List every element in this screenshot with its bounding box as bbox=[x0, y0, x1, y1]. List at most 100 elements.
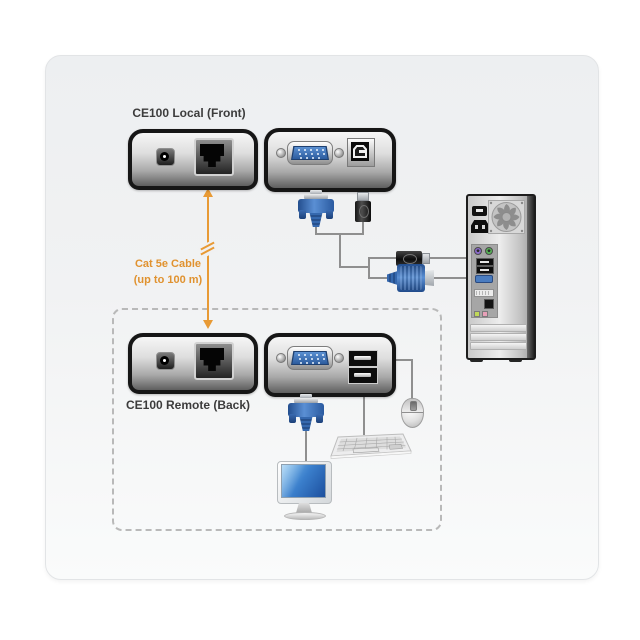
vga-plug-hood bbox=[298, 199, 334, 219]
dc-power-jack bbox=[156, 352, 175, 370]
computer-tower bbox=[466, 194, 536, 360]
vga-plug-flange bbox=[294, 398, 318, 403]
local-unit-label: CE100 Local (Front) bbox=[132, 106, 246, 120]
monitor-screen-shine bbox=[282, 465, 325, 497]
cable-label-line1: Cat 5e Cable bbox=[134, 258, 202, 270]
usb-a-tongue bbox=[354, 373, 371, 377]
cooling-fan bbox=[488, 200, 525, 234]
wire-vga-to-tower bbox=[434, 277, 467, 279]
pc-vga-port bbox=[475, 275, 493, 283]
vga-plug-flange bbox=[304, 194, 328, 199]
vga-port bbox=[276, 346, 346, 370]
dc-jack-pin bbox=[163, 359, 166, 362]
vga-screw-left bbox=[276, 148, 286, 158]
wire-to-usb-plug bbox=[368, 257, 398, 259]
usb-plug-body bbox=[355, 201, 371, 222]
rj45-port bbox=[194, 342, 234, 380]
usb-a-tongue bbox=[354, 356, 371, 360]
cat5e-arrow-line bbox=[207, 196, 209, 322]
vga-plug-strain-relief bbox=[387, 271, 397, 285]
usb-a-port-keyboard bbox=[348, 367, 378, 384]
vga-plug-tip bbox=[310, 190, 322, 194]
vga-plug-strain-relief bbox=[309, 213, 323, 227]
mouse bbox=[401, 398, 424, 428]
vent-slot bbox=[470, 342, 527, 350]
vga-plug-hood bbox=[288, 403, 324, 423]
wire-mouse-v bbox=[411, 359, 413, 400]
vga-connector-pc bbox=[387, 263, 436, 293]
keyboard bbox=[330, 433, 412, 459]
usb-b-core bbox=[355, 147, 365, 156]
monitor bbox=[277, 461, 332, 522]
remote-zone-dashed-border bbox=[112, 308, 442, 531]
usb-connector-local bbox=[355, 192, 371, 222]
cable-label-line2: (up to 100 m) bbox=[133, 274, 203, 286]
vga-thumbscrew bbox=[326, 210, 333, 219]
wire-keyboard bbox=[363, 385, 365, 435]
monitor-screen bbox=[281, 464, 326, 498]
audio-jack-lineout bbox=[474, 311, 480, 317]
dvi-pins bbox=[476, 291, 489, 295]
usb-plug-body bbox=[396, 251, 422, 266]
monitor-base bbox=[284, 512, 326, 520]
usb-plug-tip bbox=[422, 253, 430, 264]
local-unit-front bbox=[264, 128, 396, 192]
usb-plug-logo bbox=[359, 205, 369, 218]
inlet-prong bbox=[475, 225, 478, 229]
vga-connector-monitor bbox=[288, 394, 324, 431]
usb-b-opening bbox=[351, 142, 369, 161]
vga-dsub-face bbox=[292, 147, 328, 159]
vga-screw-left bbox=[276, 353, 286, 363]
power-inlet bbox=[471, 220, 489, 233]
dc-power-jack bbox=[156, 148, 175, 166]
ps2-mouse-port bbox=[474, 247, 482, 255]
power-switch-rocker bbox=[476, 209, 483, 212]
vent-slot bbox=[470, 333, 527, 341]
usb-b-port bbox=[347, 138, 375, 167]
cat5e-arrow-down-icon bbox=[203, 320, 213, 329]
wire-local-usb-drop bbox=[362, 222, 364, 234]
usb-connector-pc bbox=[396, 251, 430, 266]
vga-thumbscrew bbox=[316, 414, 323, 423]
vga-dsub bbox=[291, 146, 329, 160]
vga-pins bbox=[298, 354, 300, 356]
wire-usb-to-tower bbox=[428, 257, 468, 259]
rj45-opening bbox=[200, 348, 224, 371]
lan-port bbox=[484, 299, 494, 309]
wire-local-trunk bbox=[339, 233, 341, 268]
dc-jack-pin bbox=[163, 155, 166, 158]
vga-plug-tip bbox=[300, 394, 312, 398]
dvi-port bbox=[474, 289, 494, 297]
usb-tongue bbox=[480, 268, 489, 271]
usb-tongue bbox=[480, 260, 489, 263]
vga-thumbscrew bbox=[299, 210, 306, 219]
remote-unit-label: CE100 Remote (Back) bbox=[125, 398, 251, 412]
vga-plug-tip bbox=[425, 270, 434, 286]
wire-local-vga-drop bbox=[315, 222, 317, 234]
mouse-scroll-wheel bbox=[410, 401, 417, 411]
wire-monitor bbox=[305, 428, 307, 463]
wire-split bbox=[368, 257, 370, 278]
vga-housing bbox=[287, 346, 333, 370]
usb-plug-tip bbox=[357, 192, 369, 201]
audio-jack-mic bbox=[482, 311, 488, 317]
remote-unit-front bbox=[264, 333, 396, 397]
vga-plug-hood bbox=[397, 264, 425, 292]
usb-b-shape bbox=[353, 145, 367, 158]
monitor-stand bbox=[296, 503, 312, 513]
inlet-prong bbox=[482, 225, 485, 229]
local-unit-back bbox=[128, 129, 258, 190]
usb-a-port-mouse bbox=[348, 350, 378, 367]
vga-housing bbox=[287, 141, 333, 165]
vga-pins bbox=[298, 149, 300, 151]
vga-dsub bbox=[291, 351, 329, 365]
usb-b-contact bbox=[359, 150, 365, 153]
pc-usb-port bbox=[476, 258, 494, 266]
ps2-keyboard-port bbox=[485, 247, 493, 255]
cat5e-cable-label: Cat 5e Cable (up to 100 m) bbox=[112, 256, 224, 288]
rj45-port bbox=[194, 138, 234, 176]
rj45-opening bbox=[200, 144, 224, 167]
wire-trunk-right bbox=[339, 266, 370, 268]
tower-side-panel bbox=[527, 196, 534, 358]
